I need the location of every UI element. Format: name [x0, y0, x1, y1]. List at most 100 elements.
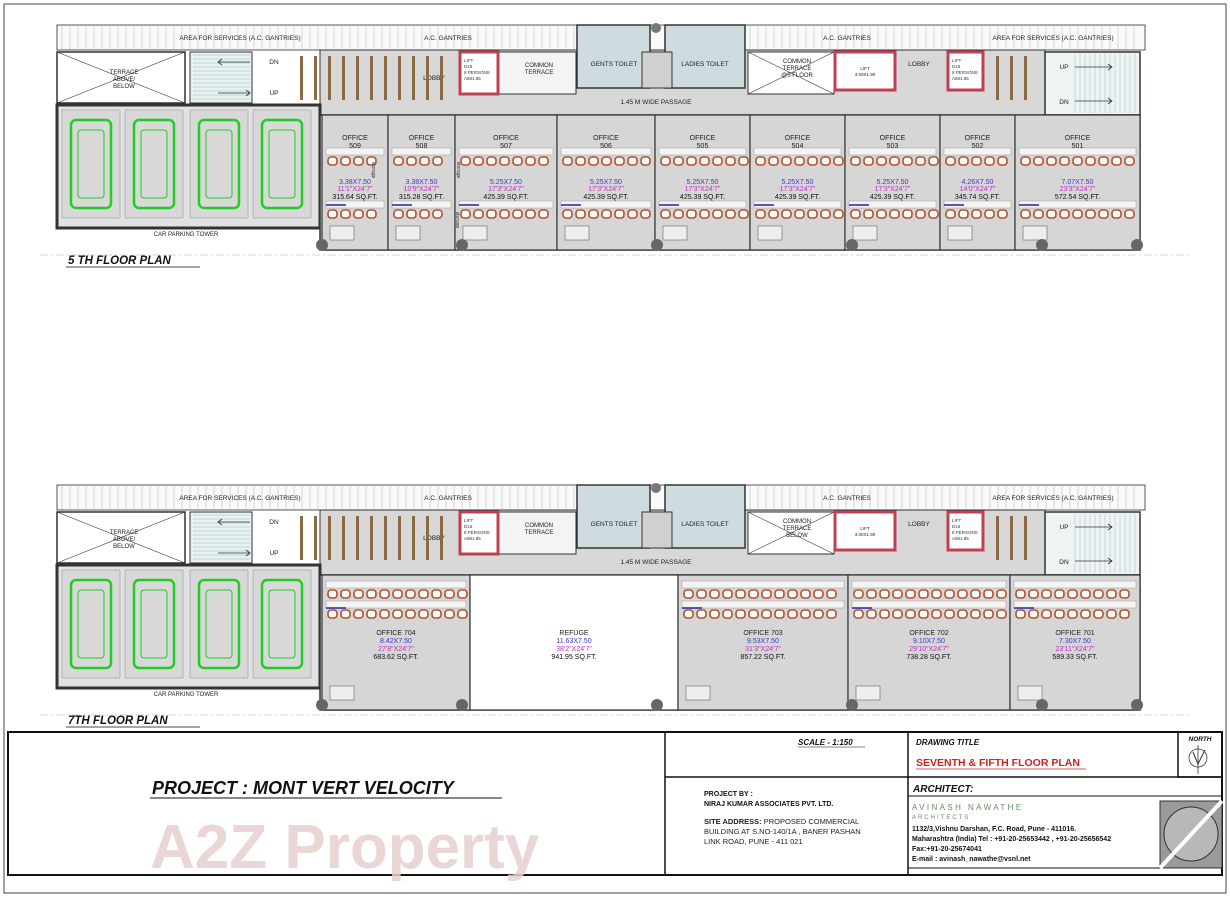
refuge-name: REFUGE — [559, 630, 589, 637]
desk — [325, 600, 467, 609]
office-area: 425.39 SQ.FT. — [583, 194, 628, 201]
lift-right-label: D16 — [952, 524, 961, 529]
bench — [1024, 56, 1027, 100]
chair-icon — [876, 156, 887, 166]
architect-fax: Fax:+91-20-25674041 — [912, 846, 982, 853]
chair-icon — [1028, 609, 1039, 619]
stair-left — [189, 511, 253, 564]
chair-icon — [683, 609, 694, 619]
chair-icon — [1020, 156, 1031, 166]
chair-icon — [499, 156, 510, 166]
lobby-label: LOBBY — [908, 61, 930, 68]
chair-icon — [460, 209, 471, 219]
office-dimensions-m: 5.25X7.50 — [782, 179, 814, 186]
lift-left — [458, 50, 500, 96]
chair-icon — [614, 209, 625, 219]
chair-icon — [525, 209, 536, 219]
office-area: 425.39 SQ.FT. — [680, 194, 725, 201]
chair-icon — [512, 156, 523, 166]
bench — [328, 56, 331, 100]
chair-icon — [813, 609, 824, 619]
chair-icon — [340, 209, 351, 219]
chair-icon — [327, 609, 338, 619]
lift-left-label: D16 — [464, 64, 473, 69]
gantry-label: AREA FOR SERVICES (A.C. GANTRIES) — [179, 35, 300, 42]
chair-icon — [1080, 589, 1091, 599]
structural-column — [651, 239, 663, 251]
chair-icon — [1072, 156, 1083, 166]
lift-right-label: LIFT — [952, 58, 962, 63]
car-icon — [197, 118, 241, 210]
car-icon — [77, 589, 105, 659]
office-name: OFFICE — [690, 135, 716, 142]
chair-icon — [761, 609, 772, 619]
terrace-cross — [747, 51, 835, 95]
chair-icon — [850, 156, 861, 166]
chair-icon — [944, 609, 955, 619]
chair-icon — [366, 589, 377, 599]
car-icon — [77, 129, 105, 199]
office-area: 315.28 SQ.FT. — [399, 194, 444, 201]
chair-icon — [601, 209, 612, 219]
chair-icon — [1028, 589, 1039, 599]
office-dimensions-ft: 31'3"X24'7" — [745, 646, 781, 653]
lift-left-label: 8 PERSONS — [464, 70, 490, 75]
bench — [440, 56, 443, 100]
chair-icon — [419, 209, 430, 219]
office-name: OFFICE 703 — [743, 630, 782, 637]
chair-icon — [1106, 609, 1117, 619]
chair-icon — [686, 156, 697, 166]
office-number: 502 — [972, 143, 984, 150]
office-area: 738.28 SQ.FT. — [906, 654, 951, 661]
lift-mid-label: 3.00X1.90 — [855, 532, 876, 537]
workstation — [564, 225, 590, 241]
chair-icon — [1054, 589, 1065, 599]
terrace-label: TERRACE — [110, 70, 139, 76]
chair-icon — [473, 209, 484, 219]
office-dimensions-m: 11.63X7.50 — [556, 638, 591, 645]
chair-icon — [918, 609, 929, 619]
chair-icon — [738, 156, 749, 166]
bench — [398, 56, 401, 100]
office-area: 589.33 SQ.FT. — [1052, 654, 1097, 661]
workstation — [852, 225, 878, 241]
chair-icon — [340, 156, 351, 166]
floor-title: 5 TH FLOOR PLAN — [68, 255, 172, 267]
chair-icon — [1093, 589, 1104, 599]
ladies-toilet — [664, 24, 746, 89]
office-dimensions-ft: 23'11"X24'7" — [1055, 646, 1095, 653]
chair-icon — [460, 156, 471, 166]
office-name: OFFICE — [965, 135, 991, 142]
terrace-cross — [56, 511, 186, 564]
architect-logo — [1158, 799, 1224, 870]
office-name: OFFICE 701 — [1055, 630, 1094, 637]
chair-icon — [983, 589, 994, 599]
common-terrace-right-label: TERRACE — [783, 66, 812, 72]
office-number: 506 — [600, 143, 612, 150]
chair-icon — [1020, 209, 1031, 219]
lift-right-label: A881.85 — [952, 76, 969, 81]
workstation — [662, 225, 688, 241]
office-area: 941.95 SQ.FT. — [551, 654, 596, 661]
office-dimensions-m: 4.26X7.50 — [962, 179, 994, 186]
floor-plan-7th: AREA FOR SERVICES (A.C. GANTRIES)A.C. GA… — [40, 483, 1190, 728]
bench — [996, 516, 999, 560]
chair-icon — [983, 609, 994, 619]
bench — [1010, 56, 1013, 100]
chair-icon — [499, 209, 510, 219]
chair-icon — [725, 209, 736, 219]
bench — [426, 56, 429, 100]
ladies-toilet — [664, 484, 746, 549]
chair-icon — [1033, 156, 1044, 166]
north-arrow-icon — [1188, 745, 1208, 774]
chair-icon — [889, 209, 900, 219]
structural-column — [456, 699, 468, 711]
bench — [1024, 516, 1027, 560]
desk — [848, 147, 937, 156]
chair-icon — [712, 156, 723, 166]
storage-label: storage — [455, 162, 461, 179]
car-icon — [268, 589, 296, 659]
